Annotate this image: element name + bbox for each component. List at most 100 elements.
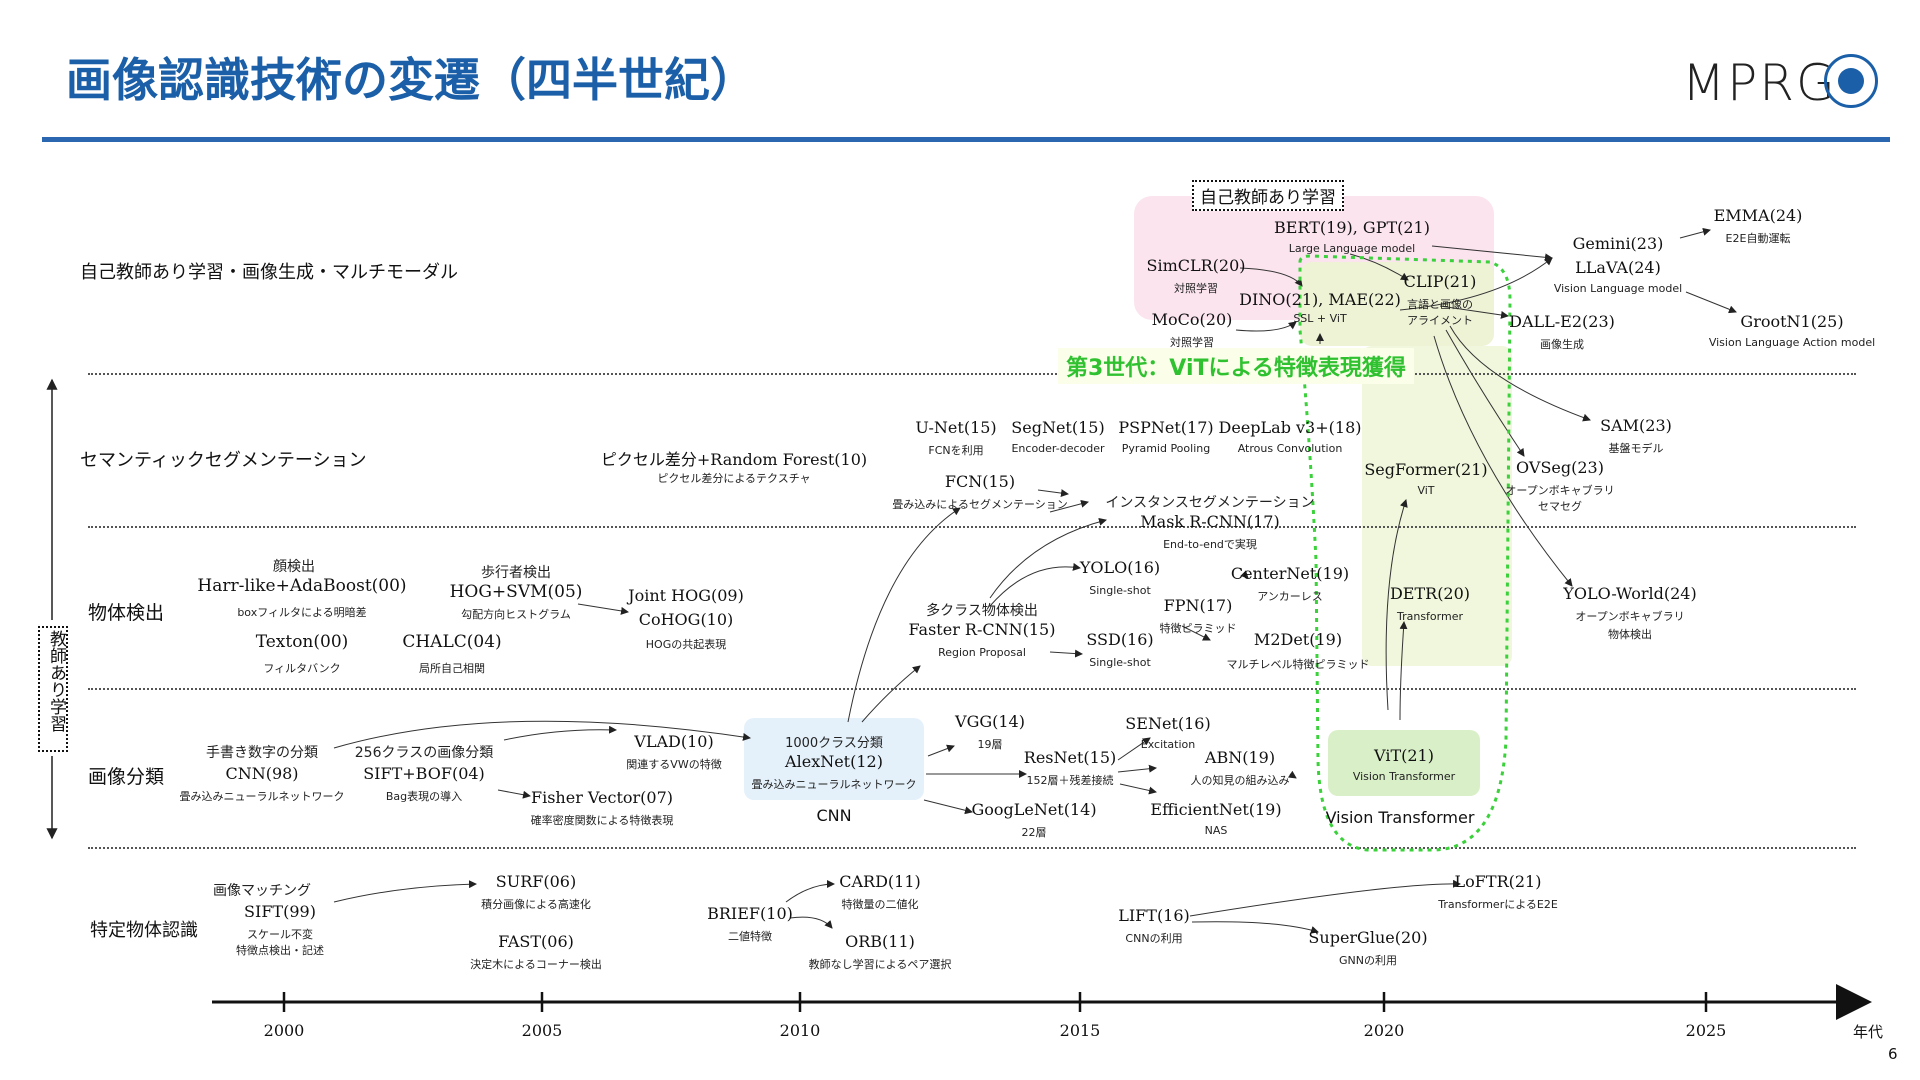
- node-maskrcnn: Mask R-CNN(17): [1140, 512, 1280, 531]
- sub-fpn: 特徴ピラミッド: [1159, 622, 1237, 635]
- node-texton: Texton(00): [255, 632, 349, 652]
- sub-harr: boxフィルタによる明暗差: [237, 606, 367, 619]
- node-efficientnet: EfficientNet(19): [1150, 800, 1282, 819]
- node-sam: SAM(23): [1600, 416, 1672, 435]
- sub-clip-2: アライメント: [1407, 314, 1473, 327]
- node-dalle: DALL-E2(23): [1509, 312, 1615, 331]
- node-fpn: FPN(17): [1163, 596, 1233, 615]
- node-centernet: CenterNet(19): [1230, 564, 1350, 583]
- separator-1: [88, 373, 1856, 375]
- node-m2det: M2Det(19): [1253, 630, 1343, 649]
- vit-box: [1328, 730, 1480, 796]
- node-fisher: Fisher Vector(07): [530, 788, 674, 807]
- sub-hog: 勾配方向ヒストグラム: [461, 608, 571, 621]
- sub-sam: 基盤モデル: [1608, 442, 1664, 455]
- sub-loftr: TransformerによるE2E: [1438, 898, 1558, 911]
- node-siftbof: SIFT+BOF(04): [363, 764, 485, 783]
- sub-superglue: GNNの利用: [1339, 954, 1397, 967]
- node-fast: FAST(06): [498, 932, 574, 951]
- node-surf: SURF(06): [495, 872, 577, 891]
- sub-efficientnet: NAS: [1204, 824, 1228, 837]
- sub-gemini: Vision Language model: [1553, 282, 1683, 295]
- sub-cnn98: 畳み込みニューラルネットワーク: [179, 790, 345, 803]
- sub-vlad: 関連するVWの特徴: [626, 758, 722, 771]
- node-senet: SENet(16): [1125, 714, 1211, 733]
- sub-senet: Excitation: [1140, 738, 1196, 751]
- ssl-box-label: 自己教師あり学習: [1192, 180, 1344, 211]
- year-2000: 2000: [263, 1021, 305, 1040]
- head-harr: 顔検出: [273, 559, 315, 575]
- sub-yoloworld-2: 物体検出: [1608, 628, 1652, 641]
- node-vgg: VGG(14): [955, 712, 1025, 731]
- node-gemini: Gemini(23): [1572, 234, 1664, 253]
- supervised-box: [38, 626, 68, 752]
- node-superglue: SuperGlue(20): [1308, 928, 1428, 947]
- node-hog: HOG+SVM(05): [449, 582, 583, 602]
- sub-brief: 二値特徴: [728, 930, 772, 943]
- category-matching: 特定物体認識: [90, 920, 198, 941]
- node-groot: GrootN1(25): [1740, 312, 1844, 331]
- sub-dino: SSL + ViT: [1293, 312, 1347, 325]
- node-fcn: FCN(15): [944, 472, 1016, 491]
- node-alexnet: AlexNet(12): [785, 752, 883, 771]
- sub-clip: 言語と画像の: [1407, 298, 1473, 311]
- node-brief: BRIEF(10): [707, 904, 793, 923]
- sub-lift: CNNの利用: [1125, 932, 1183, 945]
- sub-simclr: 対照学習: [1174, 282, 1218, 295]
- logo-text: MPRG: [1682, 54, 1837, 112]
- node-harr: Harr-like+AdaBoost(00): [197, 576, 407, 596]
- node-loftr: LoFTR(21): [1454, 872, 1542, 891]
- separator-3: [88, 688, 1856, 690]
- era-cnn-label: CNN: [816, 806, 852, 825]
- node-abn: ABN(19): [1204, 748, 1276, 767]
- supervised-label: 教師あり学習: [46, 630, 66, 732]
- page-number: 6: [1888, 1045, 1898, 1063]
- mprg-logo: MPRG: [1682, 50, 1882, 114]
- sub-unet: FCNを利用: [928, 444, 984, 457]
- sub-vgg: 19層: [977, 738, 1003, 751]
- node-chalc: CHALC(04): [402, 632, 502, 652]
- era-vit-label: Vision Transformer: [1325, 808, 1475, 827]
- category-ssl: 自己教師あり学習・画像生成・マルチモーダル: [80, 262, 458, 283]
- node-simclr: SimCLR(20): [1146, 256, 1246, 275]
- title-underline: [42, 137, 1890, 142]
- sub-siftbof: Bag表現の導入: [385, 790, 463, 803]
- node-pspnet: PSPNet(17): [1118, 418, 1214, 437]
- sub-segnet: Encoder-decoder: [1011, 442, 1105, 455]
- sub-chalc: 局所自己相関: [419, 662, 485, 675]
- node-dino: DINO(21), MAE(22): [1239, 290, 1401, 309]
- sub-ovseg-2: セマセグ: [1538, 500, 1582, 513]
- year-2020: 2020: [1363, 1021, 1405, 1040]
- sub-card: 特徴量の二値化: [841, 898, 919, 911]
- sub-maskrcnn: End-to-endで実現: [1163, 538, 1257, 551]
- sub-deeplab: Atrous Convolution: [1237, 442, 1343, 455]
- node-yoloworld: YOLO-World(24): [1563, 584, 1697, 603]
- node-cnn98: CNN(98): [225, 764, 299, 783]
- sub-dalle: 画像生成: [1540, 338, 1584, 351]
- node-clip: CLIP(21): [1403, 272, 1477, 291]
- sub-bert: Large Language model: [1288, 242, 1416, 255]
- node-fasterrcnn: Faster R-CNN(15): [908, 620, 1056, 639]
- year-2025: 2025: [1685, 1021, 1727, 1040]
- sub-ovseg: オープンボキャブラリ: [1505, 484, 1615, 497]
- seal-center: [1838, 68, 1864, 94]
- node-detr: DETR(20): [1389, 584, 1471, 603]
- node-sift99: SIFT(99): [244, 902, 316, 921]
- head-maskrcnn: インスタンスセグメンテーション: [1105, 495, 1315, 511]
- node-bert: BERT(19), GPT(21): [1274, 218, 1430, 237]
- head-cnn98: 手書き数字の分類: [206, 745, 318, 761]
- separator-2: [88, 526, 1856, 528]
- sub-ssd: Single-shot: [1089, 656, 1151, 669]
- sub-sift99: スケール不変: [247, 928, 313, 941]
- year-2005: 2005: [521, 1021, 563, 1040]
- separator-4: [88, 847, 1856, 849]
- sub-pspnet: Pyramid Pooling: [1121, 442, 1211, 455]
- node-ovseg: OVSeg(23): [1516, 458, 1604, 477]
- sub-surf: 積分画像による高速化: [481, 898, 591, 911]
- node-moco: MoCo(20): [1151, 310, 1233, 329]
- node-pixel-rf: ピクセル差分+Random Forest(10): [600, 450, 868, 469]
- year-2015: 2015: [1059, 1021, 1101, 1040]
- sub-fcn: 畳み込みによるセグメンテーション: [892, 498, 1068, 511]
